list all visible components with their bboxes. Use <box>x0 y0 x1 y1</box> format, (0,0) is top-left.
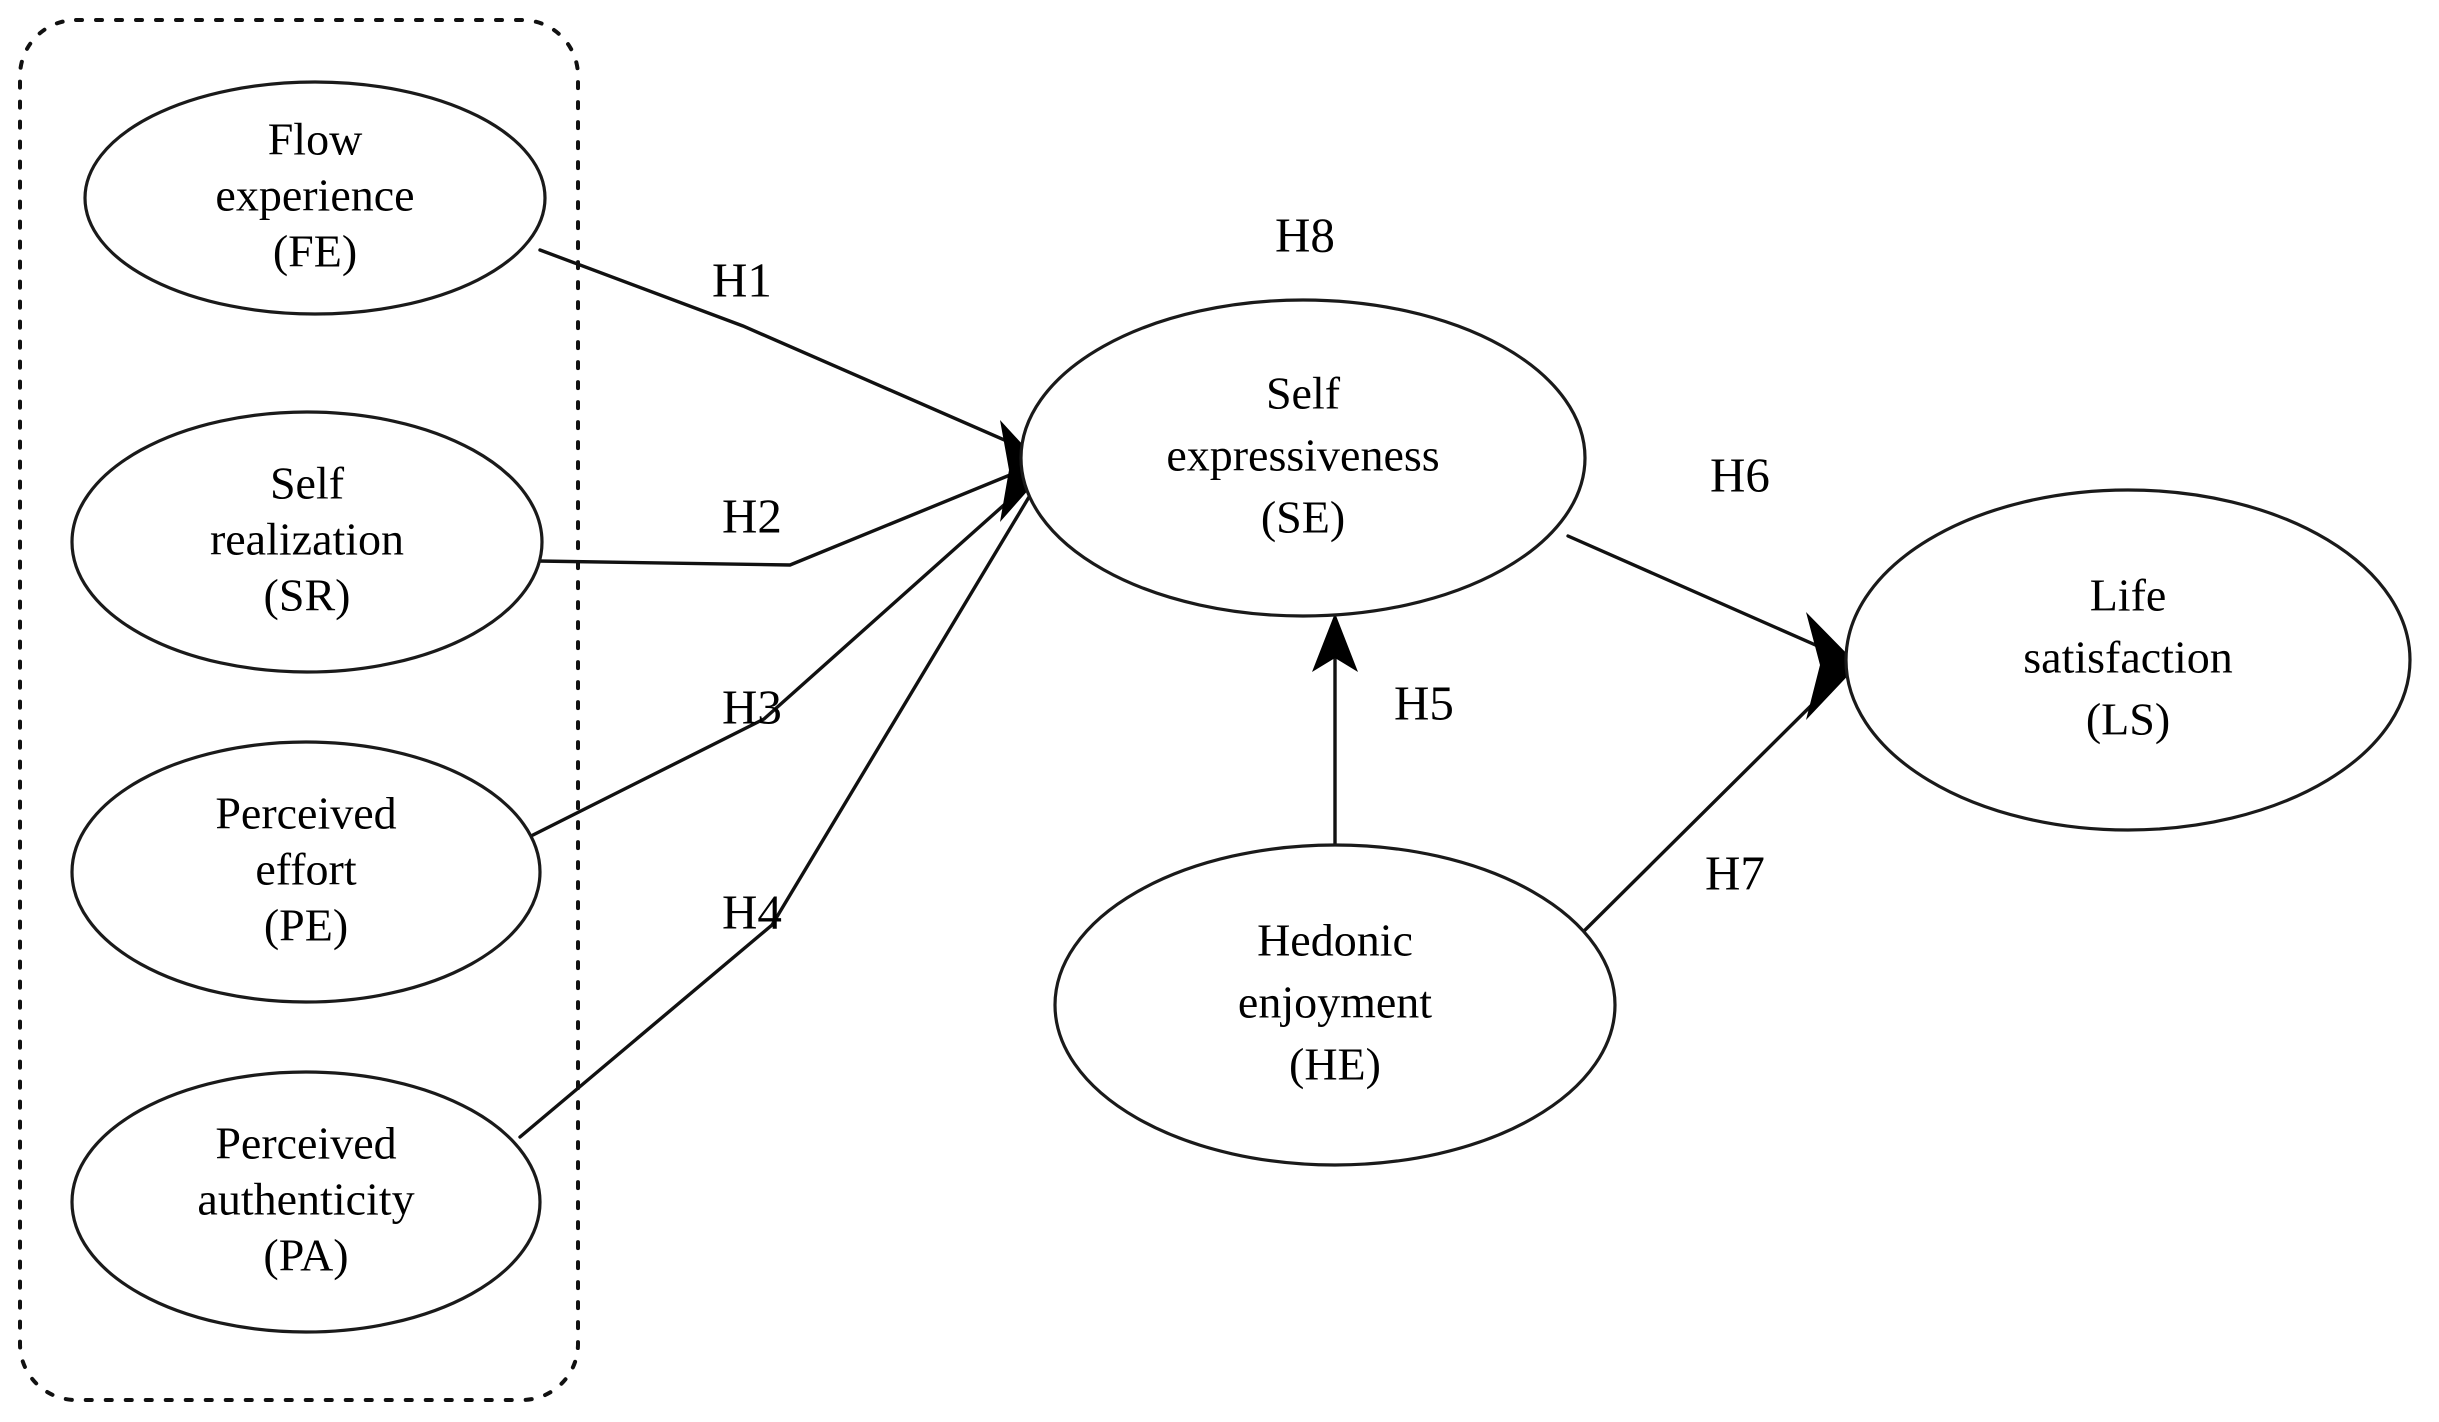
exogenous-constructs-group-box <box>18 18 580 1402</box>
node-sr-line2: realization <box>210 514 404 565</box>
node-perceived-effort[interactable]: Perceived effort (PE) <box>70 740 542 1004</box>
node-pe-line2: effort <box>255 844 357 895</box>
edge-h2-sr-to-se <box>536 464 1034 567</box>
node-fe-line3: (FE) <box>273 226 357 277</box>
node-se-line3: (SE) <box>1261 492 1345 543</box>
node-he-line2: enjoyment <box>1238 977 1432 1028</box>
node-sr-line3: (SR) <box>264 570 351 621</box>
hypothesis-label-h2: H2 <box>722 488 782 543</box>
node-hedonic-enjoyment[interactable]: Hedonic enjoyment (HE) <box>1053 843 1617 1167</box>
node-pa-line2: authenticity <box>197 1174 414 1225</box>
node-se-ellipse <box>1019 298 1587 618</box>
node-flow-experience[interactable]: Flow experience (FE) <box>83 80 547 316</box>
node-pa-line1: Perceived <box>215 1118 396 1169</box>
node-self-realization[interactable]: Self realization (SR) <box>70 410 544 674</box>
node-pe-line3: (PE) <box>264 900 348 951</box>
node-he-ellipse <box>1053 843 1617 1167</box>
node-perceived-authenticity[interactable]: Perceived authenticity (PA) <box>70 1070 542 1334</box>
node-ls-line3: (LS) <box>2086 694 2170 745</box>
node-pe-ellipse <box>70 740 542 1004</box>
node-self-expressiveness[interactable]: Self expressiveness (SE) <box>1019 298 1587 618</box>
edge-h7-he-to-ls <box>1578 670 1847 937</box>
edge-h3-pe-to-se <box>531 478 1034 837</box>
arrowhead-into-ls <box>1806 612 1858 720</box>
hypothesis-label-h4: H4 <box>722 884 782 939</box>
node-ls-line1: Life <box>2090 570 2167 621</box>
hypothesis-label-h3: H3 <box>722 679 782 734</box>
node-ls-ellipse <box>1844 488 2412 832</box>
hypothesis-label-h7: H7 <box>1705 845 1765 900</box>
edge-h6-se-to-ls <box>1566 534 1847 660</box>
node-he-line3: (HE) <box>1289 1039 1381 1090</box>
node-se-line1: Self <box>1266 368 1341 419</box>
node-fe-line2: experience <box>215 170 414 221</box>
hypothesis-label-h5: H5 <box>1394 675 1454 730</box>
node-se-line2: expressiveness <box>1166 430 1439 481</box>
node-life-satisfaction[interactable]: Life satisfaction (LS) <box>1844 488 2412 832</box>
node-sr-line1: Self <box>270 458 345 509</box>
edge-h1-fe-to-se <box>538 248 1034 454</box>
hypothesis-label-h6: H6 <box>1710 447 1770 502</box>
hypothesis-label-h8: H8 <box>1275 207 1335 262</box>
arrowhead-h5-into-se <box>1312 613 1358 672</box>
node-ls-line2: satisfaction <box>2023 632 2233 683</box>
node-fe-line1: Flow <box>268 114 363 165</box>
node-pa-line3: (PA) <box>263 1230 348 1281</box>
hypothesis-label-h1: H1 <box>712 252 772 307</box>
node-he-line1: Hedonic <box>1257 915 1413 966</box>
node-sr-ellipse <box>70 410 544 674</box>
node-pa-ellipse <box>70 1070 542 1334</box>
node-fe-ellipse <box>83 80 547 316</box>
node-pe-line1: Perceived <box>215 788 396 839</box>
edge-h4-pa-to-se <box>518 490 1034 1139</box>
